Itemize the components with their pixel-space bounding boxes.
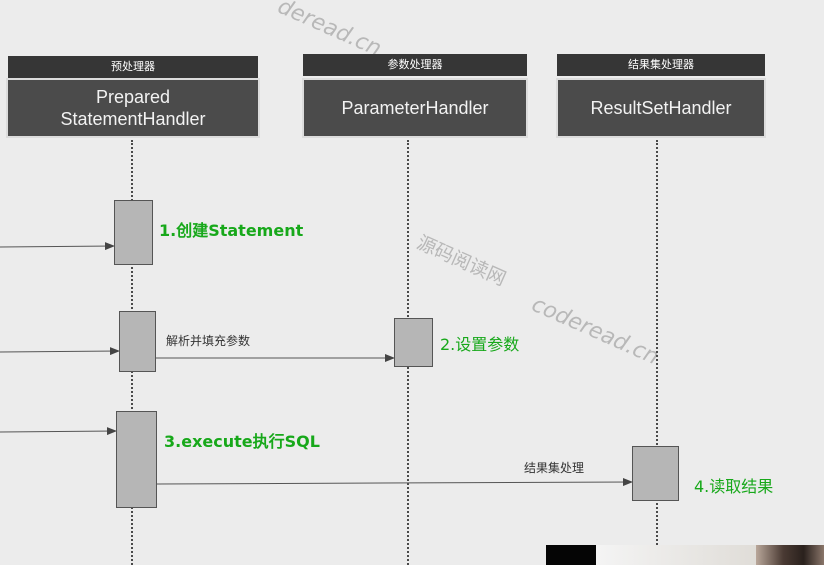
activation-read-results [632,446,679,501]
lane-tag-prepared: 预处理器 [8,56,258,78]
lane-tag-resultset: 结果集处理器 [557,54,765,76]
arrow-call-parameterize [0,347,120,356]
webcam-overlay [546,545,824,565]
lane-tag-parameter: 参数处理器 [303,54,527,76]
message-label-resultset: 结果集处理 [524,461,585,475]
step-label-1: 1.创建Statement [159,221,304,240]
activation-execute [116,411,157,508]
arrow-call-create [0,242,115,251]
step-label-3: 3.execute执行SQL [164,432,320,451]
step-label-2: 2.设置参数 [440,335,520,354]
arrow-call-execute [0,427,117,436]
lane-resultset-handler: ResultSetHandler [556,78,766,138]
lifeline-resultset [656,140,658,565]
message-label-parse-fill: 解析并填充参数 [166,334,251,348]
activation-create-statement [114,200,153,265]
lane-prepared-statement-handler: Prepared StatementHandler [6,78,260,138]
activation-parameterize [119,311,156,372]
lane-parameter-handler: ParameterHandler [302,78,528,138]
step-label-4: 4.读取结果 [694,477,774,496]
arrow-resultset-handle [156,478,633,487]
activation-set-parameters [394,318,433,367]
